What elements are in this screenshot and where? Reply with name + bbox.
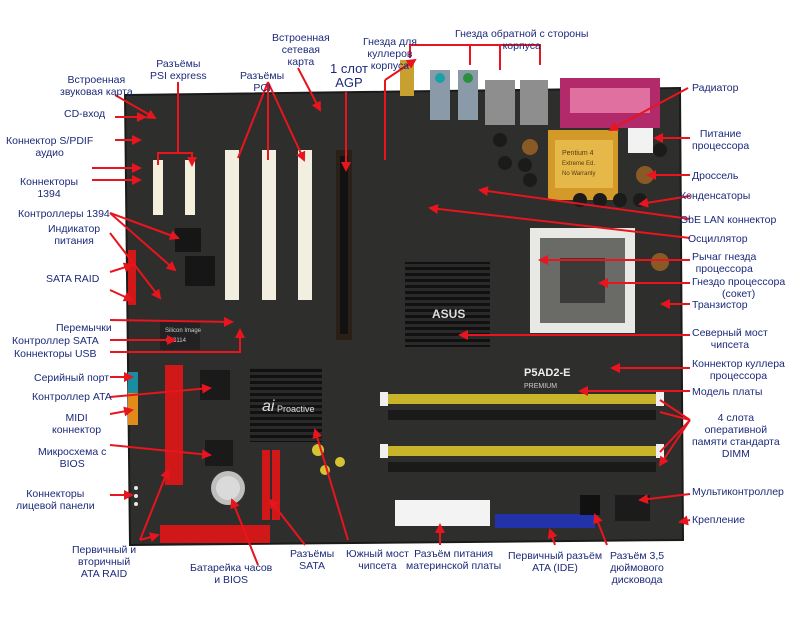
label-capacitors: Конденсаторы [680, 190, 751, 202]
pcie-slots [153, 160, 195, 215]
cpu-text-2: Extreme Ed. [562, 161, 595, 167]
rear-io [400, 60, 660, 200]
label-gbe-lan: GbE LAN коннектор [680, 214, 777, 226]
board-brand: ASUS [432, 307, 465, 321]
label-choke: Дроссель [692, 170, 739, 182]
label-usb: Коннекторы USB [14, 348, 97, 360]
label-sata-raid: SATA RAID [46, 273, 100, 285]
label-ata-controller: Контроллер ATA [32, 391, 112, 403]
silicon-image-text: Silicon Image [165, 328, 202, 334]
cpu-text-3: No Warranty [562, 171, 595, 177]
pci-slots [225, 150, 312, 300]
north-bridge-heatsink [405, 262, 490, 347]
label-cpu-socket: Гнездо процессора(сокет) [692, 276, 786, 300]
label-oscillator: Осциллятор [688, 233, 748, 245]
south-bridge-heatsink [250, 368, 322, 442]
label-radiator: Радиатор [692, 82, 739, 94]
label-mount: Крепление [692, 514, 745, 526]
label-1394-controllers: Контроллеры 1394 [18, 208, 110, 220]
label-serial: Серийный порт [34, 372, 110, 384]
label-transistor: Транзистор [692, 299, 748, 311]
board-model: P5AD2-E [524, 367, 570, 379]
cpu-text-1: Pentium 4 [562, 150, 594, 157]
agp-slot [336, 150, 352, 340]
label-board-model: Модель платы [692, 386, 763, 398]
label-cd-in: CD-вход [64, 108, 106, 120]
label-sata-controller: Контроллер SATA [12, 335, 99, 347]
ai-logo: ai [262, 398, 275, 415]
proactive-text: Proactive [277, 404, 315, 414]
chips-left [160, 228, 245, 505]
red-connectors [128, 250, 280, 543]
label-jumpers: Перемычки [56, 322, 112, 334]
callout-arrows [92, 44, 691, 566]
board-edition: PREMIUM [524, 383, 557, 390]
power-and-drive-connectors [395, 495, 650, 528]
label-multicontroller: Мультиконтроллер [692, 486, 784, 498]
capacitors [312, 133, 669, 475]
cpu-socket [530, 228, 635, 333]
